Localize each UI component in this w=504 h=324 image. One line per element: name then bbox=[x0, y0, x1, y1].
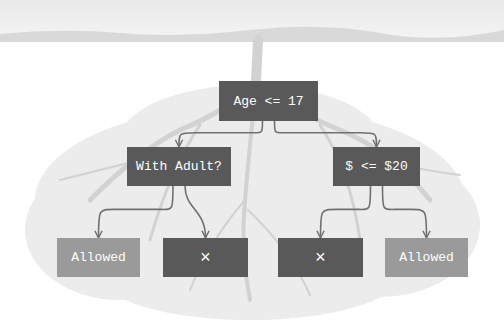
decision-box: × bbox=[278, 238, 363, 277]
decision-box: Age <= 17 bbox=[219, 81, 318, 121]
decision-box: $ <= $20 bbox=[333, 147, 420, 186]
branch-arrow bbox=[179, 121, 263, 147]
node-label: Age <= 17 bbox=[233, 94, 303, 109]
decision-box: With Adult? bbox=[127, 147, 231, 186]
node-label: Allowed bbox=[399, 250, 454, 265]
ground-edge bbox=[0, 27, 504, 42]
node-label: Allowed bbox=[71, 250, 126, 265]
decision-box: × bbox=[163, 238, 248, 277]
node-label: × bbox=[315, 248, 326, 268]
branch-arrow bbox=[99, 186, 174, 238]
branch-arrow bbox=[383, 186, 427, 238]
leaf-box: Allowed bbox=[57, 238, 140, 277]
branch-arrow bbox=[185, 186, 206, 238]
leaf-box: Allowed bbox=[385, 238, 468, 277]
branch-arrow bbox=[321, 186, 371, 238]
node-label: With Adult? bbox=[136, 159, 222, 174]
roots bbox=[60, 40, 460, 300]
branch-arrow bbox=[275, 121, 377, 147]
node-label: $ <= $20 bbox=[345, 159, 407, 174]
node-label: × bbox=[200, 248, 211, 268]
